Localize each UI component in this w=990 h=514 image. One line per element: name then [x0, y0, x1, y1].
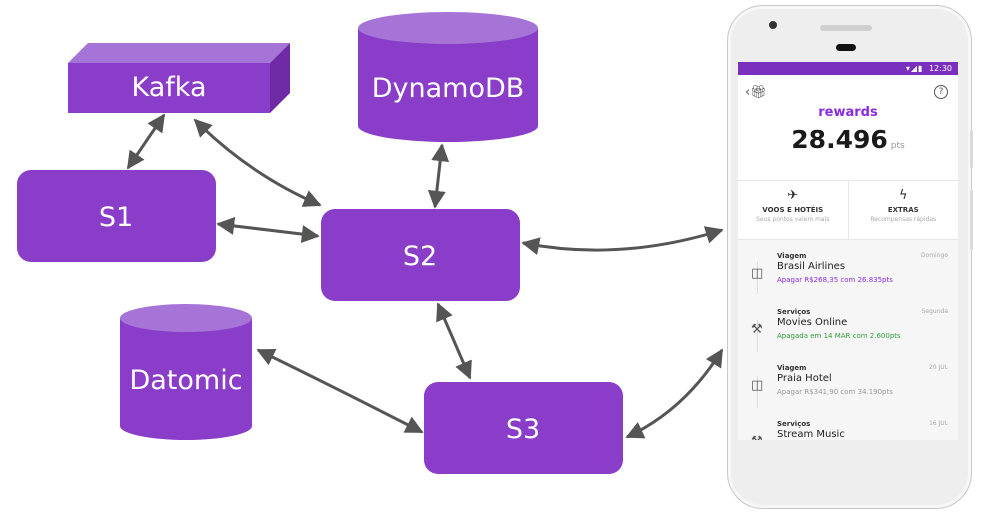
points-unit: pts	[890, 141, 905, 151]
status-time: 12:30	[928, 64, 952, 73]
transaction-list: ◫ Viagem Domingo Brasil Airlines Apagar …	[738, 240, 958, 440]
arrow-datomic-s3	[256, 348, 424, 434]
tools-icon: ⚒︎	[751, 322, 763, 337]
action-extras[interactable]: ϟ EXTRAS Recompensas rápidas	[847, 181, 959, 239]
s2-node: S2	[321, 209, 520, 301]
suitcase-icon: ◫	[751, 378, 764, 393]
rewards-title: rewards	[818, 105, 878, 120]
item-detail: Apagada em 14 MAR com 2.600pts	[777, 332, 901, 340]
signal-battery-icon: ▾◢▮	[905, 64, 924, 73]
item-category: Viagem	[777, 364, 807, 372]
lightning-icon: ϟ	[898, 188, 908, 203]
phone-earpiece	[836, 44, 856, 51]
status-bar: ▾◢▮ 12:30	[738, 62, 958, 75]
back-gift-icon[interactable]: ‹🎁︎	[745, 85, 767, 100]
action-voos-hoteis[interactable]: ✈︎ VOOS E HOTÉIS Seus pontos valem mais	[738, 181, 848, 239]
reward-actions: ✈︎ VOOS E HOTÉIS Seus pontos valem mais …	[738, 181, 958, 240]
kafka-label: Kafka	[132, 72, 207, 103]
s1-node: S1	[17, 170, 216, 262]
plane-icon: ✈︎	[787, 188, 799, 203]
item-date: 16 JUL	[928, 420, 948, 427]
arrow-dynamodb-s2	[427, 143, 450, 209]
list-item[interactable]: ◫ Viagem 20 JUL Praia Hotel Apagar R$341…	[738, 364, 958, 420]
points-value: 28.496	[791, 125, 888, 154]
kafka-node: Kafka	[68, 43, 290, 113]
suitcase-icon: ◫	[751, 266, 764, 281]
phone-side-button	[970, 130, 973, 168]
phone-camera	[769, 21, 777, 29]
item-date: 20 JUL	[928, 364, 948, 371]
timeline-line	[757, 262, 758, 294]
action-subtitle: Recompensas rápidas	[870, 216, 937, 223]
action-subtitle: Seus pontos valem mais	[756, 216, 830, 223]
datomic-label: Datomic	[129, 365, 242, 396]
action-title: EXTRAS	[887, 206, 919, 214]
datomic-node: Datomic	[120, 304, 252, 440]
arrow-s3-phone	[625, 348, 724, 439]
arrow-s2-phone	[521, 226, 724, 255]
item-category: Serviços	[777, 308, 811, 316]
arrow-kafka-s2	[193, 118, 322, 207]
phone-volume-button	[970, 190, 973, 250]
item-name: Brasil Airlines	[777, 261, 846, 272]
arrow-s1-s2	[216, 216, 320, 244]
list-item[interactable]: ⚒︎ Serviços 16 JUL Stream Music	[738, 420, 958, 440]
arrow-s2-s3	[436, 302, 472, 380]
phone-speaker	[820, 25, 872, 31]
timeline-line	[757, 376, 758, 408]
s3-label: S3	[506, 414, 540, 445]
s3-node: S3	[424, 382, 623, 474]
item-name: Stream Music	[777, 429, 845, 440]
list-item[interactable]: ⚒︎ Serviços Segunda Movies Online Apagad…	[738, 308, 958, 364]
arrow-kafka-s1	[126, 113, 166, 170]
help-icon[interactable]: ?	[934, 85, 948, 99]
item-category: Viagem	[777, 252, 807, 260]
item-detail: Apagar R$341,90 com 34.190pts	[777, 388, 893, 396]
s1-label: S1	[99, 202, 133, 233]
item-name: Movies Online	[777, 317, 848, 328]
dynamodb-node: DynamoDB	[358, 12, 538, 142]
tools-icon: ⚒︎	[751, 434, 763, 440]
timeline-line	[757, 320, 758, 352]
s2-label: S2	[403, 241, 437, 272]
item-category: Serviços	[777, 420, 811, 428]
action-title: VOOS E HOTÉIS	[762, 206, 824, 214]
dynamodb-label: DynamoDB	[372, 73, 525, 104]
item-detail: Apagar R$268,35 com 26.835pts	[777, 276, 893, 284]
item-name: Praia Hotel	[777, 373, 832, 384]
list-item[interactable]: ◫ Viagem Domingo Brasil Airlines Apagar …	[738, 252, 958, 308]
item-date: Segunda	[921, 308, 948, 315]
item-date: Domingo	[920, 252, 948, 259]
